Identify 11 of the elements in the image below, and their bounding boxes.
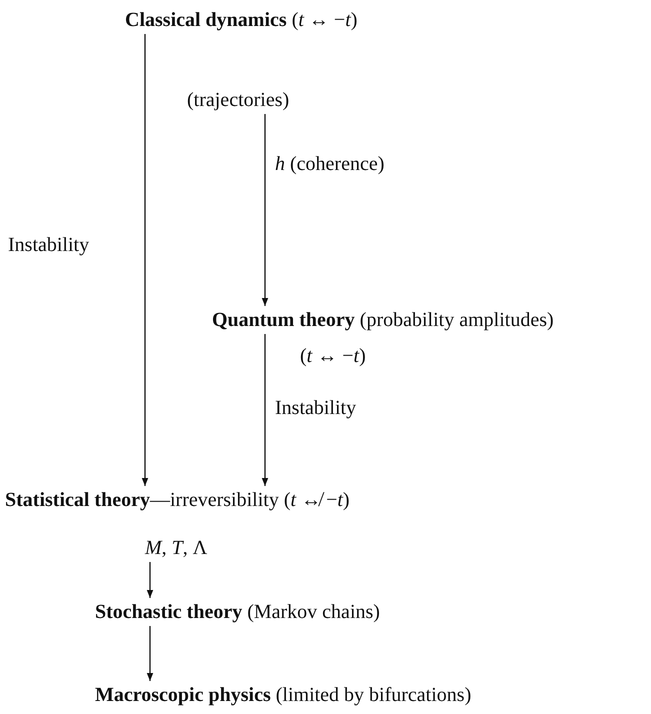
arrow <box>262 334 268 486</box>
arrow <box>146 562 154 598</box>
concept-note: (trajectories) <box>187 88 290 112</box>
concept-heading: M, T, Λ <box>145 536 208 560</box>
arrow <box>146 626 154 681</box>
concept-heading: Stochastic theory (Markov chains) <box>95 600 380 624</box>
concept-heading: Statistical theory—irreversibility (t ↮ −t) <box>5 488 350 512</box>
concept-note: (t ↔ −t) <box>300 344 366 368</box>
concept-heading: Macroscopic physics (limited by bifurcations) <box>95 683 472 707</box>
arrow <box>142 34 148 486</box>
arrow <box>262 114 268 306</box>
